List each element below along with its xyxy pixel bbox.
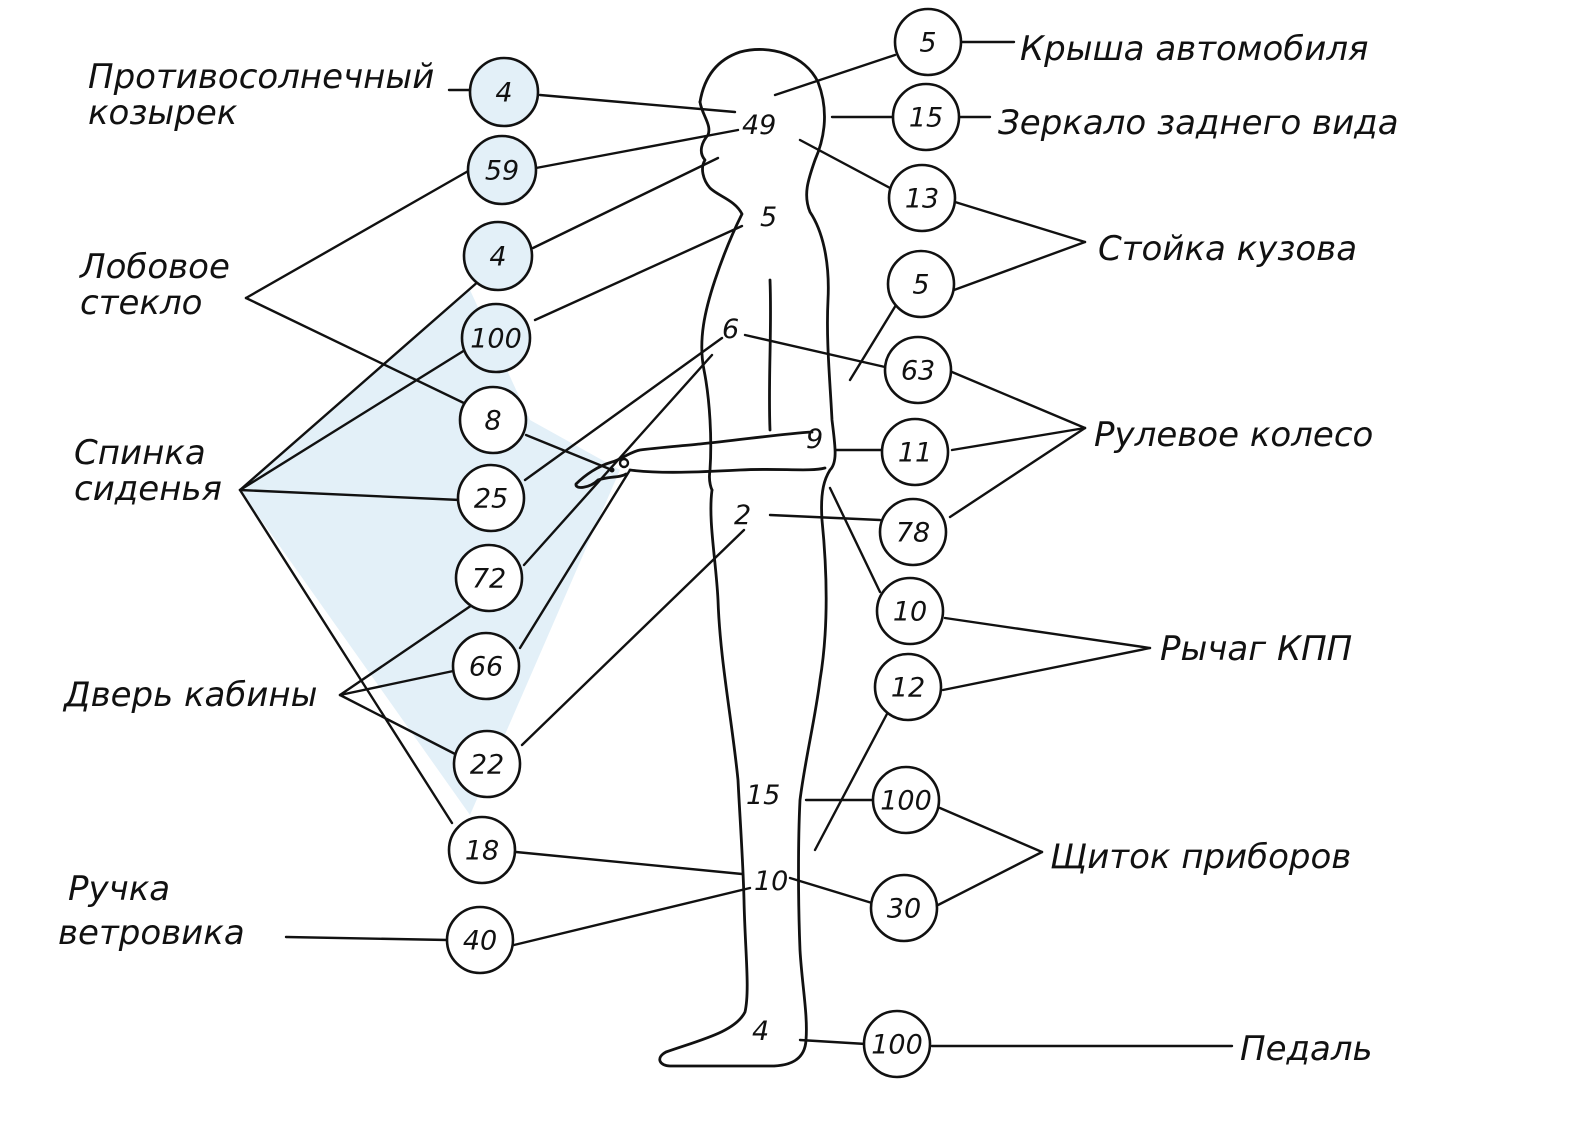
value-text: 100 bbox=[880, 786, 932, 817]
value-circle: 22 bbox=[452, 729, 522, 799]
value-circle: 15 bbox=[891, 82, 961, 152]
left-value-circles: 4 59 4 100 8 25 72 66 22 18 40 bbox=[445, 56, 540, 975]
value-circle: 30 bbox=[869, 873, 939, 943]
value-circle: 4 bbox=[462, 220, 534, 292]
value-text: 4 bbox=[495, 78, 512, 109]
value-text: 40 bbox=[463, 926, 497, 957]
right-labels: Крыша автомобиля Зеркало заднего вида Ст… bbox=[998, 29, 1399, 1069]
value-circle: 4 bbox=[468, 56, 540, 128]
body-point-abdomen: 9 bbox=[806, 424, 823, 455]
value-circle: 78 bbox=[878, 497, 948, 567]
label-rear-mirror: Зеркало заднего вида bbox=[998, 103, 1399, 143]
value-circle: 12 bbox=[873, 652, 943, 722]
value-circle: 100 bbox=[460, 302, 532, 374]
value-text: 13 bbox=[905, 184, 939, 215]
value-circle: 25 bbox=[456, 463, 526, 533]
value-text: 59 bbox=[485, 156, 519, 187]
value-text: 100 bbox=[470, 324, 522, 355]
label-windshield-line2: стекло bbox=[80, 283, 203, 323]
label-windshield-line1: Лобовое bbox=[78, 247, 230, 287]
value-text: 10 bbox=[893, 597, 927, 628]
body-point-chest: 6 bbox=[722, 314, 739, 345]
value-circle: 40 bbox=[445, 905, 515, 975]
label-car-roof: Крыша автомобиля bbox=[1020, 29, 1369, 69]
value-circle: 11 bbox=[880, 417, 950, 487]
value-circle: 10 bbox=[875, 576, 945, 646]
body-point-pelvis: 2 bbox=[734, 500, 751, 531]
left-labels: Противосолнечный козырек Лобовое стекло … bbox=[58, 57, 434, 953]
body-point-knee: 15 bbox=[746, 780, 780, 811]
label-gear-lever: Рычаг КПП bbox=[1160, 629, 1352, 669]
label-seat-back-line2: сиденья bbox=[74, 469, 222, 509]
seat-back-region bbox=[240, 290, 620, 815]
value-circle: 18 bbox=[447, 815, 517, 885]
value-text: 63 bbox=[901, 356, 935, 387]
value-text: 30 bbox=[887, 894, 921, 925]
value-circle: 63 bbox=[883, 335, 953, 405]
label-sun-visor-line1: Противосолнечный bbox=[88, 57, 434, 97]
body-point-head: 49 bbox=[742, 110, 776, 141]
body-point-foot: 4 bbox=[752, 1016, 769, 1047]
label-vent-handle-line2: ветровика bbox=[58, 913, 245, 953]
value-circle: 13 bbox=[887, 163, 957, 233]
value-circle: 66 bbox=[451, 631, 521, 701]
value-text: 5 bbox=[912, 270, 929, 301]
label-body-pillar: Стойка кузова bbox=[1098, 229, 1357, 269]
value-circle: 5 bbox=[893, 7, 963, 77]
right-value-circles: 5 15 13 5 63 11 78 10 12 100 30 100 bbox=[862, 7, 963, 1079]
body-connector-lines bbox=[512, 53, 898, 1046]
label-vent-handle-line1: Ручка bbox=[68, 869, 170, 909]
value-circle: 5 bbox=[886, 249, 956, 319]
value-text: 100 bbox=[871, 1030, 923, 1061]
body-point-shin: 10 bbox=[754, 866, 788, 897]
value-text: 66 bbox=[469, 652, 503, 683]
value-circle: 100 bbox=[862, 1009, 932, 1079]
value-circle: 100 bbox=[871, 765, 941, 835]
value-text: 72 bbox=[472, 564, 506, 595]
label-cabin-door: Дверь кабины bbox=[62, 675, 317, 715]
value-text: 11 bbox=[898, 438, 932, 469]
body-point-neck: 5 bbox=[760, 202, 777, 233]
body-point-numbers: 49 5 6 9 2 15 10 4 bbox=[722, 110, 823, 1047]
label-pedal: Педаль bbox=[1240, 1029, 1373, 1069]
label-seat-back-line1: Спинка bbox=[74, 433, 206, 473]
value-text: 78 bbox=[896, 518, 930, 549]
value-circle: 59 bbox=[466, 134, 538, 206]
value-text: 15 bbox=[909, 103, 943, 134]
value-text: 25 bbox=[474, 484, 508, 515]
value-text: 12 bbox=[891, 673, 925, 704]
value-text: 4 bbox=[489, 242, 506, 273]
label-steering-wheel: Рулевое колесо bbox=[1094, 415, 1373, 455]
value-text: 5 bbox=[919, 28, 936, 59]
label-leader-lines bbox=[238, 40, 1234, 1048]
value-circle: 8 bbox=[458, 385, 528, 455]
value-circle: 72 bbox=[454, 543, 524, 613]
human-figure bbox=[574, 48, 837, 1068]
value-text: 18 bbox=[465, 836, 499, 867]
label-instrument-panel: Щиток приборов bbox=[1050, 837, 1351, 877]
value-text: 22 bbox=[470, 750, 504, 781]
value-text: 8 bbox=[484, 406, 501, 437]
label-sun-visor-line2: козырек bbox=[88, 93, 238, 133]
